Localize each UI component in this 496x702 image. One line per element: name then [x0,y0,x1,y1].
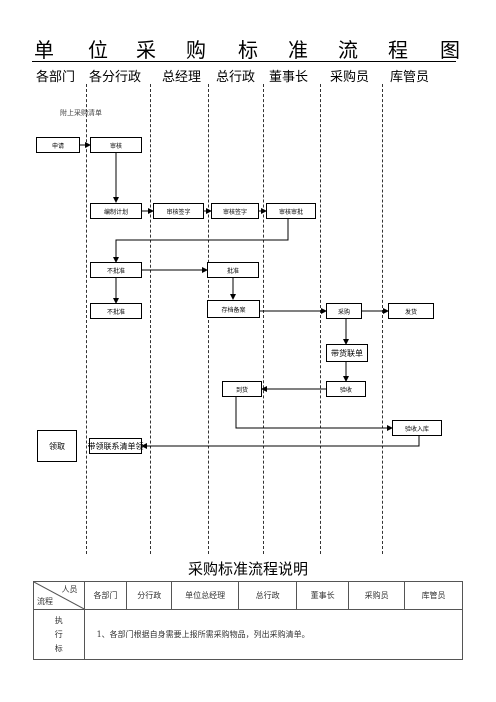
lane-divider [382,84,383,554]
box-collect-list: 带领联系清单领 [88,438,144,454]
header-cell: 采购员 [348,581,406,610]
header-cell: 分行政 [126,581,173,610]
title-char: 单 [34,38,54,62]
column-header-chairman: 董事长 [269,70,309,85]
flow-connectors [80,142,420,449]
lane-divider [263,84,264,554]
box-ship: 发货 [388,303,434,319]
title-char: 采 [136,38,156,62]
row-label-text: 执行标 [54,615,63,653]
column-header-purchaser: 采购员 [330,70,370,85]
box-delivery-note: 带货联单 [326,344,368,362]
title-rule [32,61,456,62]
description-table: 人员 流程 各部门 分行政 单位总经理 总行政 董事长 采购员 库管员 执行标 … [33,581,464,660]
header-cell: 董事长 [296,581,350,610]
title-char: 购 [186,38,206,62]
title-char: 流 [338,38,358,62]
corner-bottom-label: 流程 [37,597,53,606]
header-cell: 单位总经理 [171,581,240,610]
column-header-branch-admin: 各分行政 [89,70,142,85]
column-header-general-manager: 总经理 [162,70,202,85]
flowchart-title: 单 位 采 购 标 准 流 程 图 [0,34,496,62]
column-header-head-admin: 总行政 [216,70,256,85]
title-char: 程 [388,38,408,62]
box-chairman-approve: 审核审批 [266,203,316,219]
box-not-approved: 不批准 [90,303,142,319]
box-review: 审核 [90,137,142,153]
box-apply: 申请 [36,137,80,153]
lane-divider [320,84,321,554]
corner-top-label: 人员 [61,585,78,594]
box-gm-sign: 审核签字 [153,203,204,219]
title-char: 位 [88,38,108,62]
corner-diagonal [34,582,86,610]
header-cell: 库管员 [404,581,463,610]
description-title: 采购标准流程说明 [187,560,308,578]
corner-cell: 人员 流程 [33,581,86,610]
header-cell: 总行政 [238,581,298,610]
lane-divider [150,84,151,554]
box-rejected: 不批准 [90,262,142,278]
title-char: 图 [440,38,460,62]
row-label: 执行标 [33,609,85,660]
title-char: 标 [238,38,258,62]
row-text: 1、各部门根据自身需要上报所需采购物品，列出采购清单。 [83,609,464,660]
header-cell: 各部门 [83,581,128,610]
column-header-departments: 各部门 [36,70,76,85]
title-char: 准 [288,38,308,62]
box-inspect-store: 验收入库 [392,420,442,436]
box-admin-sign: 审核签字 [211,203,259,219]
note-attach-list: 附上采购清单 [60,109,102,117]
box-compile-plan: 编制计划 [90,203,142,219]
box-arrival: 到货 [222,381,262,397]
lane-divider [86,84,87,554]
box-archive: 存档备案 [207,300,260,318]
lane-divider [208,84,209,554]
column-header-warehouse: 库管员 [390,70,430,85]
box-approved: 批准 [207,262,259,278]
box-collect: 领取 [37,430,77,462]
box-inspect: 验收 [326,381,366,397]
box-purchase: 采购 [326,303,362,319]
